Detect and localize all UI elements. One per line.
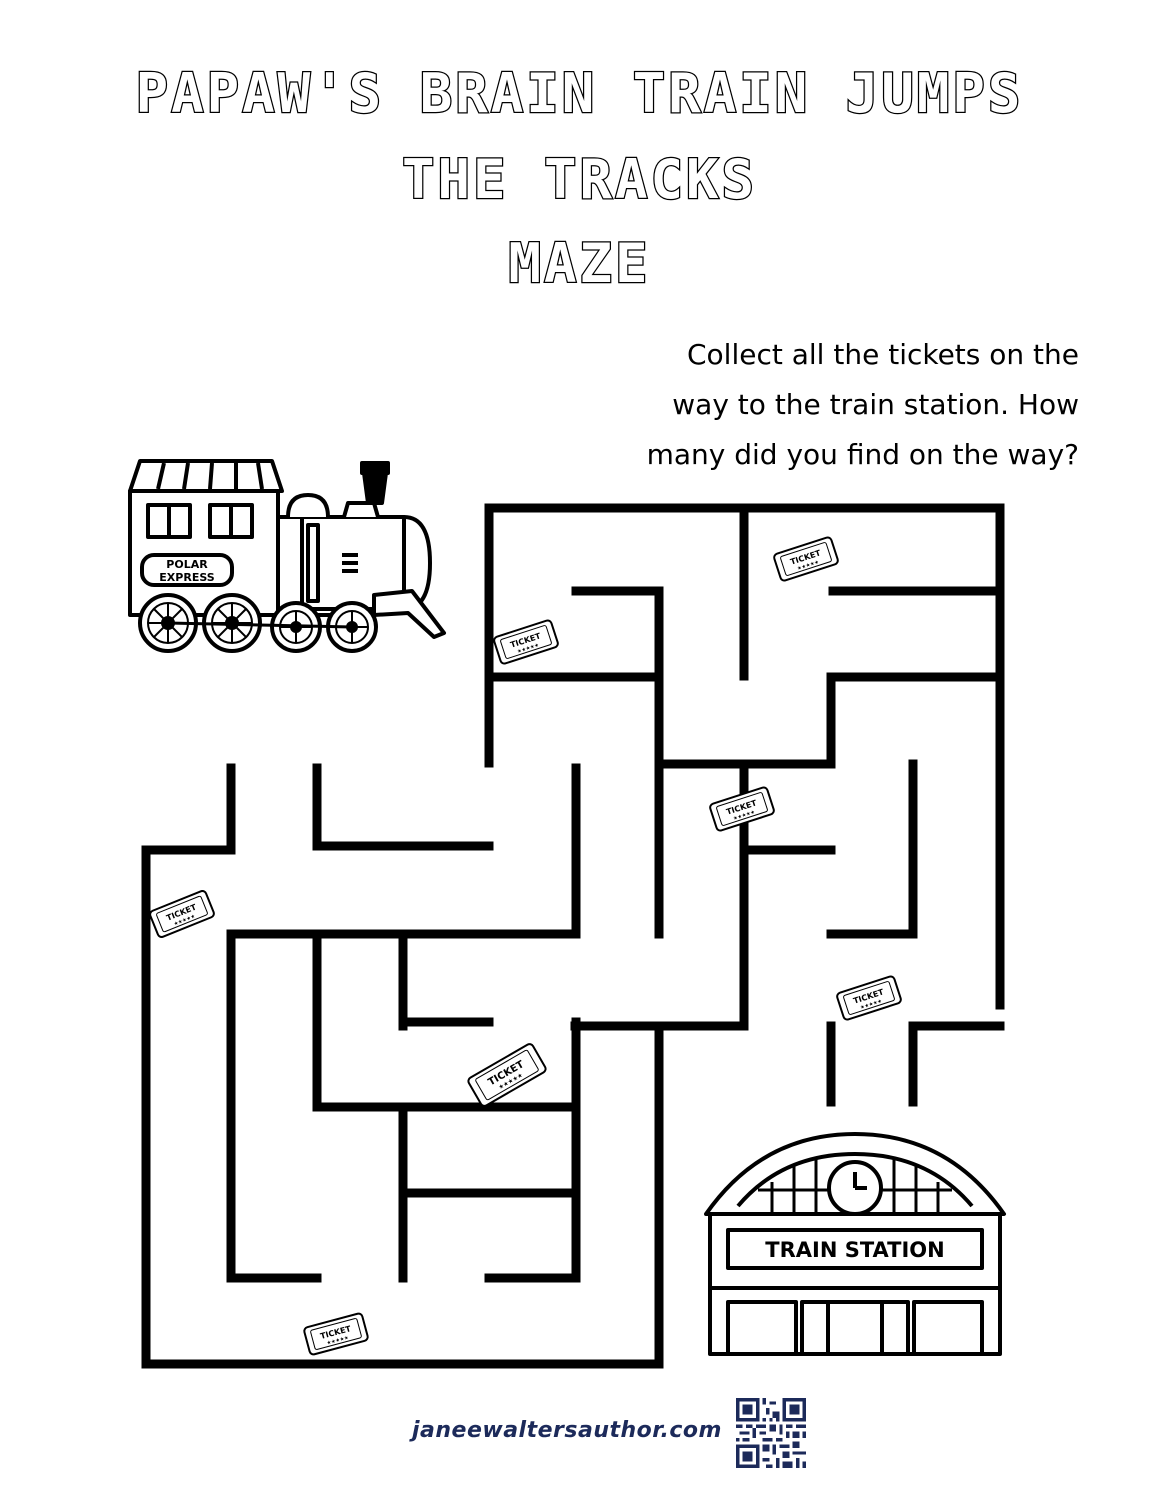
ticket-icon: TICKET ★★★★★ — [836, 975, 902, 1021]
maze-wall — [484, 1106, 581, 1283]
title-line-3: MAZE — [507, 231, 651, 297]
train-sign-line-2: EXPRESS — [159, 571, 214, 584]
station-sign: TRAIN STATION — [765, 1238, 944, 1262]
maze-wall — [739, 845, 836, 1031]
locomotive-icon: POLAR EXPRESS — [128, 459, 446, 653]
maze-wall — [826, 759, 918, 939]
instructions-line-1: Collect all the tickets on the — [687, 338, 1079, 371]
instructions: Collect all the tickets on the way to th… — [559, 330, 1079, 480]
maze-wall — [312, 933, 581, 1112]
ticket-stars: ★★★★★ — [326, 1335, 350, 1347]
ticket-icon: TICKET ★★★★★ — [467, 1043, 547, 1107]
qr-code-icon — [736, 1398, 806, 1468]
maze-wall — [571, 586, 664, 939]
maze-wall — [908, 1021, 1005, 1107]
ticket-icon: TICKET ★★★★★ — [303, 1312, 369, 1356]
title-line-1: PAPAW'S BRAIN TRAIN JUMPS — [134, 61, 1024, 127]
ticket-icon: TICKET ★★★★★ — [709, 786, 775, 832]
website-link[interactable]: janeewaltersauthor.com — [412, 1418, 722, 1443]
ticket-icon: TICKET ★★★★★ — [773, 536, 839, 582]
ticket-icon: TICKET ★★★★★ — [149, 890, 215, 938]
instructions-line-3: many did you find on the way? — [646, 438, 1079, 471]
maze-wall — [658, 672, 1005, 769]
instructions-line-2: way to the train station. How — [672, 388, 1079, 421]
ticket-icon: TICKET ★★★★★ — [493, 619, 559, 665]
train-station-icon: TRAIN STATION — [704, 1132, 1006, 1356]
maze-wall — [226, 763, 581, 1283]
maze-wall — [312, 763, 494, 851]
title-line-2: THE TRACKS — [401, 147, 758, 213]
train-sign-line-1: POLAR — [166, 558, 208, 571]
